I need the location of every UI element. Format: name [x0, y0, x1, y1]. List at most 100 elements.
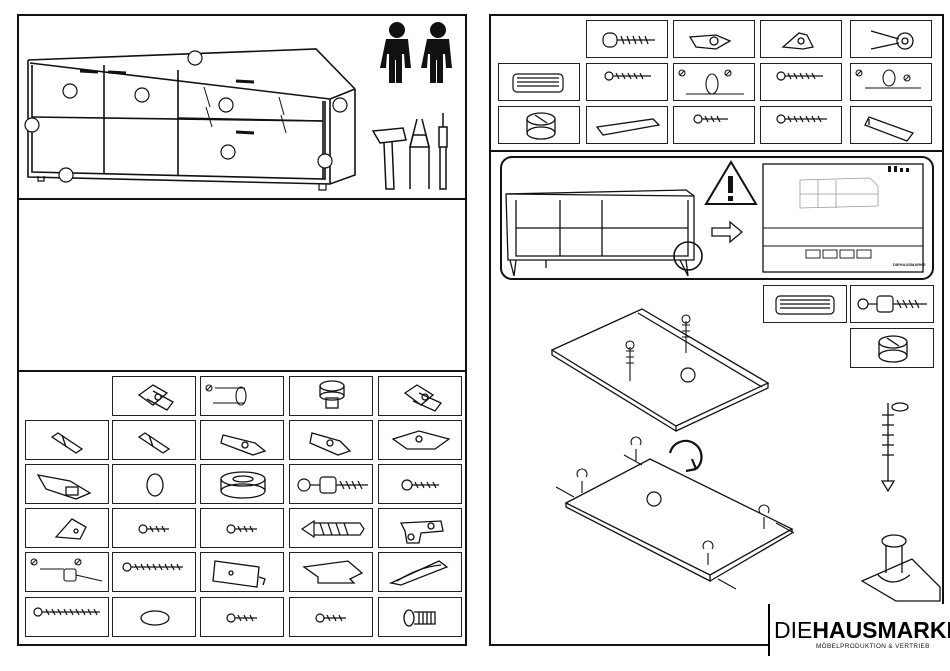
bracket-icon — [674, 21, 754, 57]
overview-drawings — [500, 156, 934, 280]
arrow-icon — [712, 222, 742, 242]
part-arm-1 — [200, 420, 284, 460]
wedge-icon — [26, 509, 108, 547]
rpart-connector-2 — [850, 63, 932, 101]
part-handle — [378, 552, 462, 592]
screw-icon — [761, 107, 841, 143]
part-dowel-2 — [25, 552, 109, 592]
hinge-arm-icon — [379, 421, 461, 459]
hinge-arm-icon — [290, 421, 372, 459]
sideboard-front-drawing — [18, 15, 466, 199]
part-arm-2 — [289, 420, 373, 460]
right-divider — [489, 150, 944, 152]
two-persons-icon — [380, 22, 452, 83]
rpart-bracket-2 — [760, 20, 842, 58]
wall-plug-icon — [290, 509, 372, 547]
part-damper — [200, 552, 284, 592]
rpart-screw-4 — [673, 106, 755, 144]
damper-icon — [201, 553, 283, 591]
cam-lock-icon — [499, 107, 579, 143]
part-bolt — [378, 597, 462, 637]
rpart-cam-lock — [498, 106, 580, 144]
part-screw-1 — [378, 464, 462, 504]
bracket-icon — [761, 21, 841, 57]
cam-clip-icon — [851, 107, 931, 143]
part-glide — [112, 597, 196, 637]
magnet-icon — [201, 465, 283, 503]
screw-icon — [113, 509, 195, 547]
rpart-cam-clip — [850, 106, 932, 144]
dowel-pin-icon — [674, 64, 754, 100]
part-screw-5 — [289, 597, 373, 637]
hinge-arm-icon — [201, 421, 283, 459]
hinge-icon — [379, 377, 461, 415]
connector-icon — [851, 21, 931, 57]
screw-icon — [761, 64, 841, 100]
brand-tagline: MÖBELPRODUKTION & VERTRIEB — [816, 643, 930, 650]
part-arm-4 — [25, 464, 109, 504]
dowel-icon — [499, 64, 579, 100]
part-wall-plug — [289, 508, 373, 548]
rpart-screw-1 — [586, 20, 668, 58]
brand-logo: DIEHAUSMARKE MÖBELPRODUKTION & VERTRIEB — [768, 604, 944, 656]
screw-icon — [201, 509, 283, 547]
bolt-icon — [379, 598, 461, 636]
cam-bolt-icon — [290, 465, 372, 503]
shelf-icon — [290, 553, 372, 591]
part-hinge-1 — [112, 376, 196, 416]
screw-icon — [201, 598, 283, 636]
rpart-plate — [586, 106, 668, 144]
long-screw-icon — [26, 598, 108, 636]
hinge-arm-icon — [26, 465, 108, 503]
rpart-dowel — [498, 63, 580, 101]
mini-brand-label: DIEHAUSMARKE — [893, 262, 926, 267]
connector-icon — [851, 64, 931, 100]
product-overview — [18, 15, 466, 199]
leveling-foot-icon — [290, 377, 372, 415]
rpart-bracket-1 — [673, 20, 755, 58]
hinge-icon — [113, 377, 195, 415]
part-dowel-1 — [200, 376, 284, 416]
part-long-screw-2 — [25, 597, 109, 637]
part-wedge — [25, 508, 109, 548]
brand-wordmark: DIEHAUSMARKE — [774, 619, 950, 642]
part-screw-3 — [200, 508, 284, 548]
part-plate-2 — [112, 420, 196, 460]
screw-icon — [587, 64, 667, 100]
plate-icon — [587, 107, 667, 143]
part-bracket-1 — [378, 508, 462, 548]
long-screw-icon — [113, 553, 195, 591]
part-cap — [112, 464, 196, 504]
part-screw-2 — [112, 508, 196, 548]
hinge-plate-icon — [113, 421, 195, 459]
bracket-icon — [379, 509, 461, 547]
part-long-screw-1 — [112, 552, 196, 592]
screw-icon — [290, 598, 372, 636]
hinge-plate-icon — [26, 421, 108, 459]
cap-icon — [113, 465, 195, 503]
rpart-dowel-pin — [673, 63, 755, 101]
screw-icon — [587, 21, 667, 57]
left-divider-2 — [17, 370, 467, 372]
rpart-screw-5 — [760, 106, 842, 144]
dowel-pin-icon — [26, 553, 108, 591]
assembly-step-drawing — [490, 295, 945, 645]
handle-icon — [379, 553, 461, 591]
part-screw-4 — [200, 597, 284, 637]
left-divider-1 — [17, 198, 467, 200]
part-hinge-2 — [378, 376, 462, 416]
part-magnet — [200, 464, 284, 504]
part-arm-3 — [378, 420, 462, 460]
part-foot — [289, 376, 373, 416]
part-shelf — [289, 552, 373, 592]
glide-icon — [113, 598, 195, 636]
rpart-screw-2 — [586, 63, 668, 101]
rpart-screw-3 — [760, 63, 842, 101]
brand-bar — [768, 604, 770, 656]
rpart-connector-1 — [850, 20, 932, 58]
screw-icon — [379, 465, 461, 503]
screw-icon — [674, 107, 754, 143]
dowel-pin-icon — [201, 377, 283, 415]
part-plate-1 — [25, 420, 109, 460]
tools-icon — [373, 113, 447, 189]
